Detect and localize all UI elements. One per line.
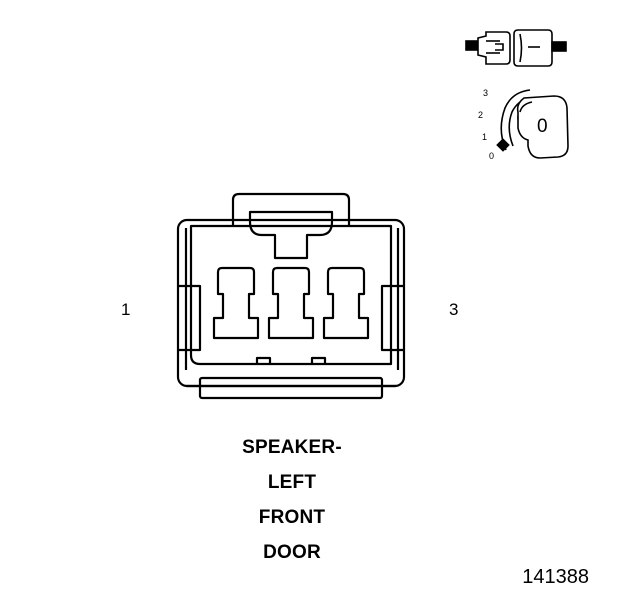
title-line-4: DOOR (263, 542, 321, 563)
title-line-3: FRONT (258, 507, 326, 528)
terminal-cavities (212, 266, 370, 340)
connector-face (176, 192, 406, 400)
title-line-1: SPEAKER- (242, 437, 342, 458)
cavity-1 (212, 266, 260, 340)
key-label: 0 (537, 116, 548, 137)
key-position-1: 1 (482, 132, 488, 142)
ignition-key-icon (496, 89, 569, 159)
key-position-3: 3 (483, 88, 489, 98)
figure-id: 141388 (522, 566, 589, 588)
key-position-0: 0 (489, 151, 495, 161)
pin-label-1: 1 (121, 300, 131, 319)
cavity-3 (322, 266, 370, 340)
key-position-2: 2 (478, 110, 484, 120)
title-line-2: LEFT (267, 472, 317, 493)
cavity-2 (267, 266, 315, 340)
connector-plug-icon (465, 29, 567, 67)
pin-label-3: 3 (449, 300, 459, 319)
